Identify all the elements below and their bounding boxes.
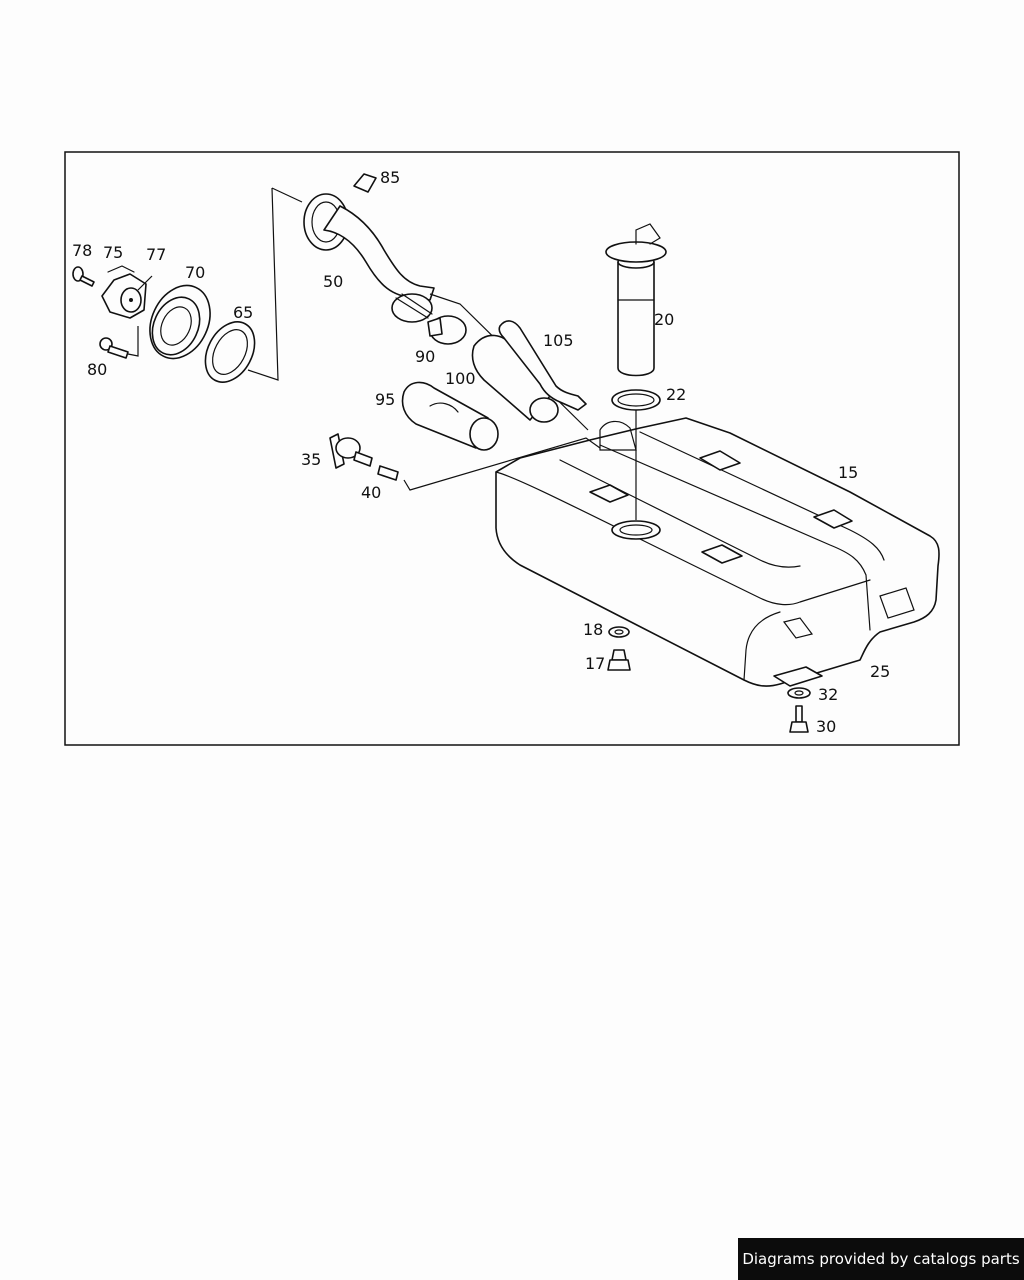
- callout-20: 20: [654, 310, 674, 329]
- callout-70: 70: [185, 263, 205, 282]
- filler-housing[interactable]: [139, 276, 222, 369]
- callout-77: 77: [146, 245, 166, 264]
- credit-text: Diagrams provided by catalogs parts: [742, 1250, 1020, 1268]
- callout-75: 75: [103, 243, 123, 262]
- vent-hose[interactable]: [498, 320, 587, 411]
- drain-plug[interactable]: [607, 649, 631, 671]
- hose-elbow[interactable]: [471, 334, 559, 423]
- filler-neck[interactable]: [303, 193, 435, 323]
- callout-80: 80: [87, 360, 107, 379]
- cap-tether: [137, 275, 153, 291]
- diagram-frame: [64, 151, 960, 746]
- callout-105: 105: [543, 331, 574, 350]
- fuel-sending-unit[interactable]: [605, 223, 667, 377]
- washer[interactable]: [787, 687, 811, 699]
- callout-78: 78: [72, 241, 92, 260]
- callout-100: 100: [445, 369, 476, 388]
- screw[interactable]: [99, 337, 129, 359]
- key[interactable]: [72, 266, 95, 287]
- callout-50: 50: [323, 272, 343, 291]
- seal-ring[interactable]: [608, 626, 630, 638]
- callout-32: 32: [818, 685, 838, 704]
- bracket-plate[interactable]: [773, 666, 823, 687]
- callout-65: 65: [233, 303, 253, 322]
- short-hose[interactable]: [377, 465, 399, 481]
- callout-labels: 85 78 75 77 70 65 80 50 90 105 100 95 35…: [72, 168, 890, 736]
- sending-unit-gasket[interactable]: [611, 389, 661, 411]
- callout-95: 95: [375, 390, 395, 409]
- callout-22: 22: [666, 385, 686, 404]
- screw-lead: [127, 326, 139, 357]
- cap-lock[interactable]: [120, 287, 142, 313]
- check-valve[interactable]: [329, 433, 373, 469]
- hose-straight[interactable]: [401, 381, 499, 451]
- callout-90: 90: [415, 347, 435, 366]
- callout-17: 17: [585, 654, 605, 673]
- seal-gasket[interactable]: [196, 313, 265, 390]
- callout-30: 30: [816, 717, 836, 736]
- callout-15: 15: [838, 463, 858, 482]
- vent-line-path: [403, 437, 601, 491]
- callout-85: 85: [380, 168, 400, 187]
- credit-badge: Diagrams provided by catalogs parts: [738, 1238, 1024, 1280]
- callout-25: 25: [870, 662, 890, 681]
- callout-40: 40: [361, 483, 381, 502]
- callout-35: 35: [301, 450, 321, 469]
- bolt[interactable]: [789, 705, 809, 733]
- fuel-tank[interactable]: [495, 417, 940, 687]
- filler-bracket[interactable]: [353, 173, 377, 193]
- callout-18: 18: [583, 620, 603, 639]
- hose-clamp[interactable]: [427, 315, 467, 345]
